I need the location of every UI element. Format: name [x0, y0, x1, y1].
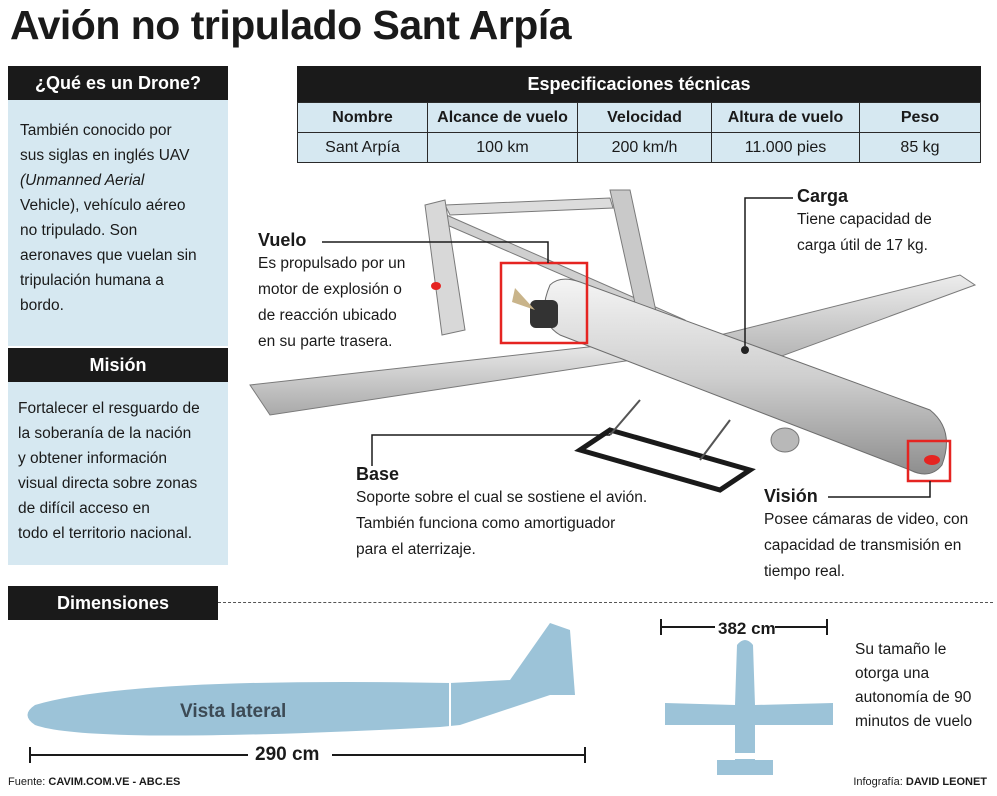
silhouette-side: [27, 623, 575, 736]
source-credit: Fuente: CAVIM.COM.VE - ABC.ES: [8, 776, 180, 788]
source-label: Fuente:: [8, 776, 46, 788]
text-line: no tripulado. Son: [20, 222, 138, 239]
callout-line: para el aterrizaje.: [356, 541, 476, 558]
payload-point-icon: [741, 346, 749, 354]
callout-line: Es propulsado por un: [258, 255, 406, 272]
nav-light-icon: [431, 282, 441, 290]
credit-value: DAVID LEONET: [905, 776, 987, 788]
dimensions-heading: Dimensiones: [8, 586, 218, 620]
callout-title: Carga: [797, 186, 849, 206]
leader-line-base: [371, 434, 610, 466]
spec-cell: 85 kg: [859, 132, 981, 163]
note-line: minutos de vuelo: [855, 713, 973, 730]
highlight-box-camera: [906, 439, 952, 483]
leader-line-carga: [744, 197, 793, 346]
text-line: todo el territorio nacional.: [18, 525, 193, 542]
note-line: otorga una: [855, 665, 930, 682]
dashed-divider: [218, 602, 993, 603]
callout-line: Posee cámaras de video, con: [764, 511, 969, 528]
text-line: También conocido por: [20, 122, 172, 139]
length-value: 290 cm: [255, 744, 320, 765]
callout-vision: Visión Posee cámaras de video, con capac…: [764, 486, 968, 585]
text-line: de difícil acceso en: [18, 500, 150, 517]
what-is-drone-text: También conocido por sus siglas en inglé…: [8, 100, 228, 346]
text-line: y obtener información: [18, 450, 168, 467]
callout-title: Vuelo: [258, 230, 307, 250]
engine-icon: [530, 300, 558, 328]
spec-column-header: Alcance de vuelo: [427, 102, 578, 133]
text-line: bordo.: [20, 297, 64, 314]
specs-heading: Especificaciones técnicas: [297, 66, 981, 102]
source-value: CAVIM.COM.VE - ABC.ES: [48, 776, 181, 788]
infographic-credit: Infografía: DAVID LEONET: [853, 776, 987, 788]
spec-cell: 11.000 pies: [711, 132, 860, 163]
camera-pod: [770, 427, 800, 453]
callout-line: carga útil de 17 kg.: [797, 237, 928, 254]
note-line: Su tamaño le: [855, 641, 947, 658]
spec-column-header: Altura de vuelo: [711, 102, 860, 133]
camera-lens-icon: [924, 455, 940, 465]
spec-column-header: Nombre: [297, 102, 428, 133]
highlight-box-engine: [499, 261, 589, 345]
drone-illustration: [249, 189, 977, 498]
callout-line: capacidad de transmisión en: [764, 537, 962, 554]
tail-fin-left: [424, 199, 466, 336]
callout-line: tiempo real.: [764, 563, 845, 580]
callout-line: motor de explosión o: [258, 281, 402, 298]
mission-text: Fortalecer el resguardo de la soberanía …: [8, 382, 228, 565]
propeller-icon: [512, 288, 535, 310]
callout-line: en su parte trasera.: [258, 333, 393, 350]
callout-carga: Carga Tiene capacidad de carga útil de 1…: [797, 186, 932, 259]
page-title: Avión no tripulado Sant Arpía: [10, 2, 572, 48]
silhouette-top: [665, 640, 833, 775]
spec-cell: 100 km: [427, 132, 578, 163]
callout-line: Soporte sobre el cual se sostiene el avi…: [356, 489, 648, 506]
top-view-silhouette: [660, 617, 833, 775]
text-line: sus siglas en inglés UAV: [20, 147, 190, 164]
spec-cell: Sant Arpía: [297, 132, 428, 163]
mission-heading: Misión: [8, 348, 228, 382]
wingspan-value: 382 cm: [718, 619, 776, 638]
specs-table: Especificaciones técnicas Nombre Alcance…: [297, 66, 981, 163]
side-view-label: Vista lateral: [180, 701, 287, 722]
text-line: visual directa sobre zonas: [18, 475, 198, 492]
callout-vuelo: Vuelo Es propulsado por un motor de expl…: [258, 230, 405, 355]
what-is-drone-heading: ¿Qué es un Drone?: [8, 66, 228, 100]
spec-column-header: Velocidad: [577, 102, 712, 133]
spec-column-header: Peso: [859, 102, 981, 133]
callout-base: Base Soporte sobre el cual se sostiene e…: [356, 464, 647, 563]
leader-line-vision: [828, 481, 931, 498]
text-line: (Unmanned Aerial: [20, 172, 145, 189]
spec-cell: 200 km/h: [577, 132, 712, 163]
side-view-silhouette: [27, 623, 586, 767]
text-line: Vehicle), vehículo aéreo: [20, 197, 186, 214]
callout-line: Tiene capacidad de: [797, 211, 932, 228]
callout-line: de reacción ubicado: [258, 307, 397, 324]
text-line: Fortalecer el resguardo de: [18, 400, 200, 417]
credit-label: Infografía:: [853, 776, 903, 788]
leader-line-vuelo: [322, 241, 549, 263]
note-line: autonomía de 90: [855, 689, 972, 706]
autonomy-note: Su tamaño le otorga una autonomía de 90 …: [855, 638, 972, 734]
text-line: tripulación humana a: [20, 272, 164, 289]
text-line: aeronaves que vuelan sin: [20, 247, 197, 264]
callout-line: También funciona como amortiguador: [356, 515, 616, 532]
horizontal-stabilizer: [444, 197, 614, 216]
callout-title: Visión: [764, 486, 818, 506]
callout-title: Base: [356, 464, 400, 484]
text-line: la soberanía de la nación: [18, 425, 192, 442]
